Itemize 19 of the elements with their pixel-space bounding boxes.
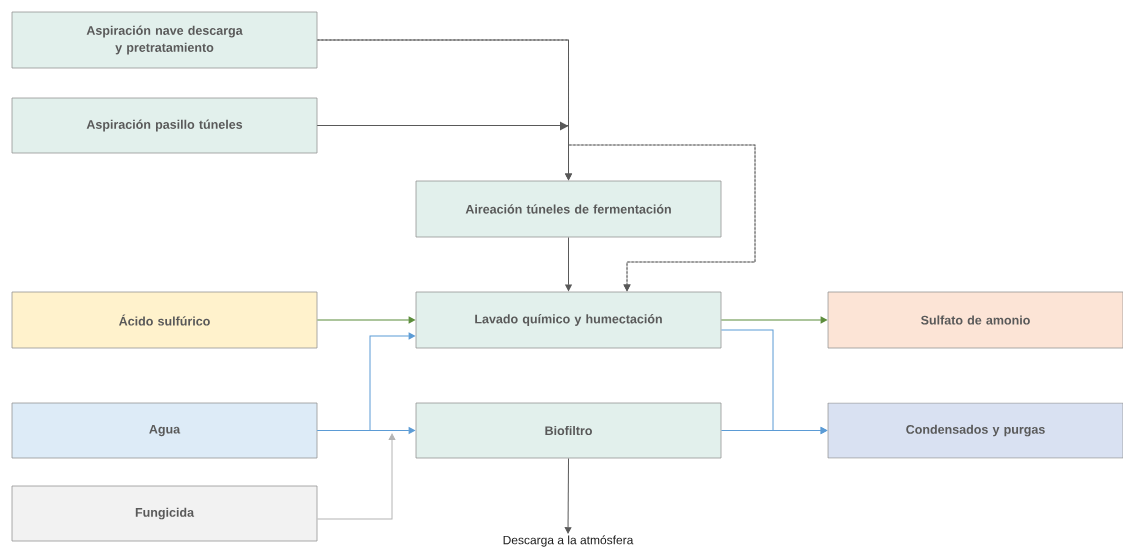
arrow: [316, 433, 396, 520]
arrow: [564, 457, 572, 534]
process-box: Lavado químico y humectación: [415, 291, 722, 349]
arrow: [316, 427, 415, 434]
arrow: [720, 316, 827, 324]
process-box: Condensados y purgas: [827, 402, 1123, 459]
arrow: [720, 427, 827, 434]
arrow: [565, 236, 572, 291]
process-box: Agua: [11, 402, 318, 459]
process-box: Aspiración nave descarga y pretratamiento: [11, 11, 318, 69]
process-box: Sulfato de amonio: [827, 291, 1123, 349]
arrow: [316, 121, 572, 180]
process-box: Aspiración pasillo túneles: [11, 97, 318, 154]
process-box: Biofiltro: [415, 402, 722, 459]
process-box: Aireación túneles de fermentación: [415, 180, 722, 238]
arrow: [316, 316, 415, 324]
process-box: Fungicida: [11, 485, 318, 542]
outlet-label: Descarga a la atmósfera: [503, 535, 634, 547]
process-box: Ácido sulfúrico: [11, 291, 318, 349]
